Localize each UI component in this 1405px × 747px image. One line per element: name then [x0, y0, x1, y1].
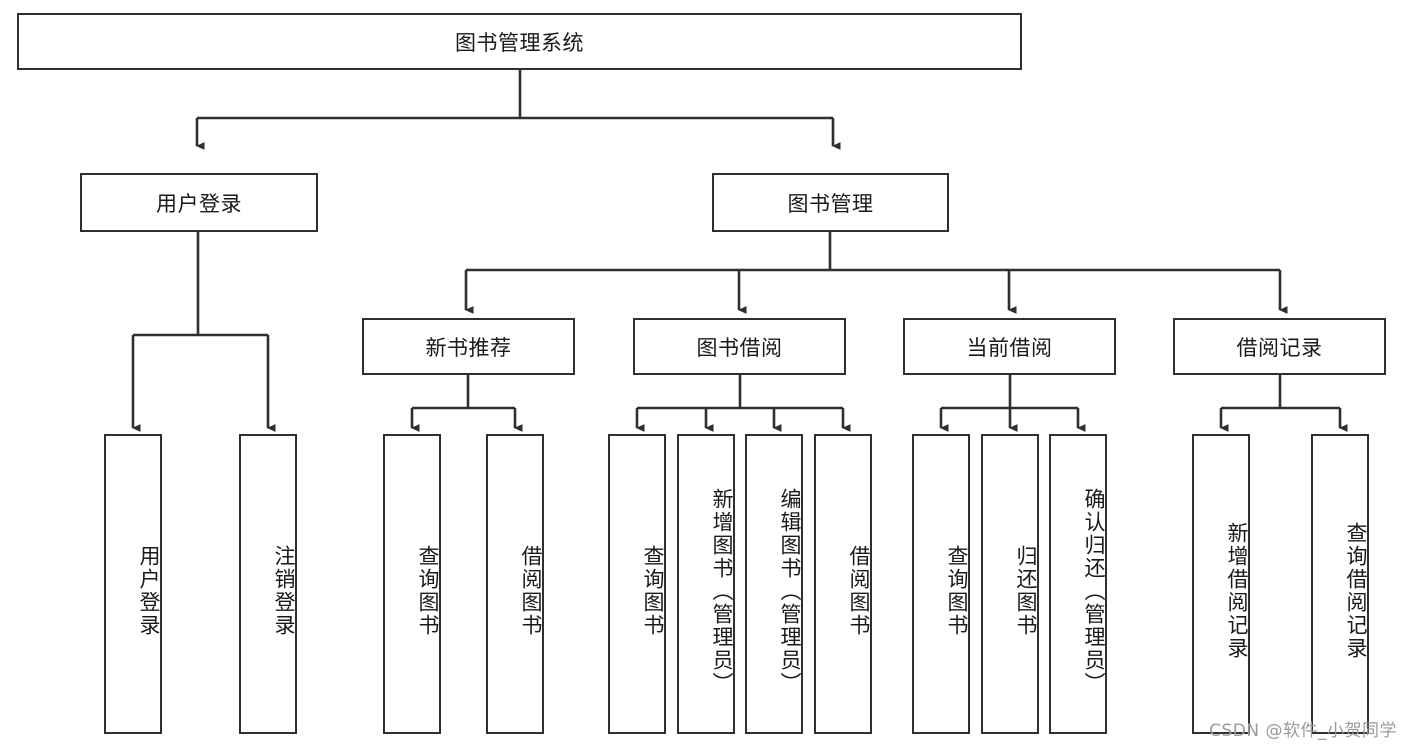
leaf-query-book-2-label: 查询图书 [641, 545, 665, 637]
node-book-manage[interactable]: 图书管理 [712, 173, 949, 232]
node-current-borrow[interactable]: 当前借阅 [903, 318, 1116, 375]
leaf-borrow-book-2-label: 借阅图书 [847, 545, 871, 637]
leaf-add-record[interactable]: 新增借阅记录 [1192, 434, 1250, 734]
leaf-edit-book-label: 编辑图书（管理员） [778, 487, 802, 695]
leaf-edit-book[interactable]: 编辑图书（管理员） [745, 434, 803, 734]
leaf-confirm-return-label: 确认归还（管理员） [1082, 487, 1106, 695]
leaf-return-book[interactable]: 归还图书 [981, 434, 1039, 734]
leaf-query-book-1-label: 查询图书 [416, 545, 440, 637]
node-borrow-record-label: 借阅记录 [1236, 335, 1323, 360]
node-book-borrow[interactable]: 图书借阅 [633, 318, 846, 375]
watermark: CSDN @软件_小贺同学 [1209, 721, 1397, 741]
node-new-book-rec-label: 新书推荐 [425, 335, 512, 360]
leaf-query-book-1[interactable]: 查询图书 [383, 434, 441, 734]
leaf-query-book-3[interactable]: 查询图书 [912, 434, 970, 734]
leaf-query-record-label: 查询借阅记录 [1344, 522, 1368, 660]
node-borrow-record[interactable]: 借阅记录 [1173, 318, 1386, 375]
leaf-user-login-label: 用户登录 [137, 545, 161, 637]
leaf-query-book-2[interactable]: 查询图书 [608, 434, 666, 734]
leaf-logout[interactable]: 注销登录 [239, 434, 297, 734]
node-new-book-rec[interactable]: 新书推荐 [362, 318, 575, 375]
leaf-borrow-book-2[interactable]: 借阅图书 [814, 434, 872, 734]
leaf-logout-label: 注销登录 [272, 545, 296, 637]
node-user-login-label: 用户登录 [156, 191, 242, 216]
leaf-query-book-3-label: 查询图书 [945, 545, 969, 637]
node-root[interactable]: 图书管理系统 [17, 13, 1022, 70]
node-current-borrow-label: 当前借阅 [966, 335, 1053, 360]
leaf-add-record-label: 新增借阅记录 [1225, 522, 1249, 660]
leaf-return-book-label: 归还图书 [1014, 545, 1038, 637]
leaf-user-login[interactable]: 用户登录 [104, 434, 162, 734]
node-root-label: 图书管理系统 [455, 30, 584, 55]
leaf-add-book-label: 新增图书（管理员） [710, 487, 734, 695]
node-book-manage-label: 图书管理 [787, 191, 874, 216]
leaf-borrow-book-1-label: 借阅图书 [519, 545, 543, 637]
leaf-query-record[interactable]: 查询借阅记录 [1311, 434, 1369, 734]
leaf-confirm-return[interactable]: 确认归还（管理员） [1049, 434, 1107, 734]
leaf-add-book[interactable]: 新增图书（管理员） [677, 434, 735, 734]
leaf-borrow-book-1[interactable]: 借阅图书 [486, 434, 544, 734]
node-book-borrow-label: 图书借阅 [696, 335, 783, 360]
node-user-login[interactable]: 用户登录 [80, 173, 318, 232]
